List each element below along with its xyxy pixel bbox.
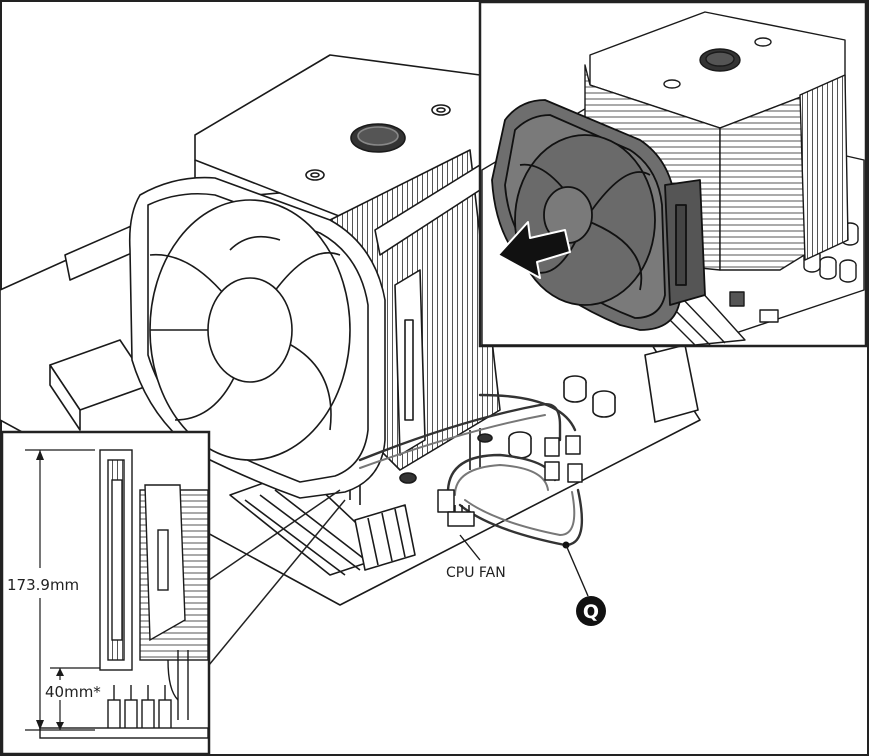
io-block <box>644 344 699 423</box>
install-direction-arrow-icon <box>497 221 571 279</box>
callout-leader <box>565 544 589 597</box>
height-clearance-label: 40mm* <box>45 683 101 701</box>
fan-connectors <box>437 435 583 527</box>
dimension-arrows <box>36 450 64 730</box>
callout-badge <box>576 596 606 626</box>
ram-slots <box>229 469 416 576</box>
standoff-fittings <box>399 433 493 484</box>
cpu-fan-label: CPU FAN <box>446 565 506 581</box>
fan-hub <box>207 277 293 383</box>
inset-fan-install <box>478 0 868 348</box>
mount-screw-icon <box>305 104 451 181</box>
inset-height-dimensions: 173.9mm 40mm* <box>0 430 211 756</box>
dimension-lines <box>25 449 100 731</box>
fan-cables <box>358 393 584 547</box>
brand-logo-icon <box>350 123 406 153</box>
main-fan <box>128 176 426 499</box>
capacitors <box>508 375 616 459</box>
height-total-label: 173.9mm <box>7 576 79 594</box>
callout-letter: Q <box>583 601 599 623</box>
inset-connector-line <box>208 489 341 581</box>
cpu-fan-leader <box>459 534 481 561</box>
inset-connector-line <box>208 499 346 666</box>
